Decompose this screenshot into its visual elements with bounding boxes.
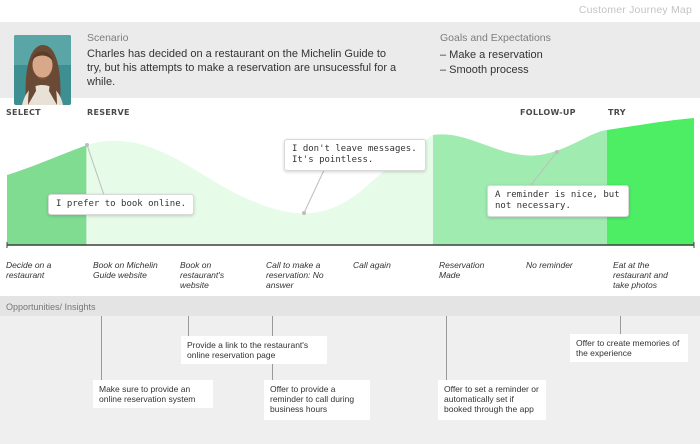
action-label: Book on Michelin Guide website	[93, 260, 158, 280]
action-label: Call to make a reservation: No answer	[266, 260, 324, 290]
quote-bubble: I don't leave messages. It's pointless.	[284, 139, 426, 171]
action-label: Call again	[353, 260, 391, 270]
insights-header-bar	[0, 296, 700, 316]
try-region	[607, 118, 694, 245]
insight-note: Make sure to provide an online reservati…	[93, 380, 213, 408]
select-region	[7, 145, 87, 245]
page-title: Customer Journey Map	[578, 4, 692, 16]
action-label: Decide on a restaurant	[6, 260, 52, 280]
persona-photo	[14, 35, 71, 105]
action-label: Book on restaurant's website	[180, 260, 225, 290]
stage-label-reserve: RESERVE	[87, 108, 130, 117]
emotion-curve-chart	[6, 118, 695, 248]
insight-note: Offer to set a reminder or automatically…	[438, 380, 546, 420]
action-label: Reservation Made	[439, 260, 485, 280]
stage-label-select: SELECT	[6, 108, 41, 117]
insights-label: Opportunities/ Insights	[6, 302, 96, 312]
insight-connector	[620, 316, 621, 334]
persona-avatar	[14, 35, 71, 105]
insight-connector	[188, 316, 189, 336]
insight-connector	[446, 316, 447, 380]
action-label: Eat at the restaurant and take photos	[613, 260, 668, 290]
quote-bubble: A reminder is nice, but not necessary.	[487, 185, 629, 217]
stage-label-try: TRY	[608, 108, 626, 117]
action-label: No reminder	[526, 260, 573, 270]
stage-label-follow-up: FOLLOW-UP	[520, 108, 576, 117]
scenario-text: Charles has decided on a restaurant on t…	[87, 48, 397, 88]
insight-connector	[101, 316, 102, 380]
insight-note: Offer to create memories of the experien…	[570, 334, 688, 362]
quote-bubble: I prefer to book online.	[48, 194, 195, 215]
reserve-region	[87, 135, 433, 245]
goals-heading: Goals and Expectations	[440, 32, 551, 44]
quote-connector	[86, 144, 105, 196]
insight-note: Offer to provide a reminder to call duri…	[264, 380, 370, 420]
insight-note: Provide a link to the restaurant's onlin…	[181, 336, 327, 364]
quote-connector	[303, 167, 326, 214]
goal-item: – Smooth process	[440, 64, 529, 76]
goal-item: – Make a reservation	[440, 49, 543, 61]
scenario-panel: Scenario Charles has decided on a restau…	[0, 22, 700, 105]
scenario-heading: Scenario	[87, 32, 129, 44]
quote-connector	[529, 151, 558, 187]
